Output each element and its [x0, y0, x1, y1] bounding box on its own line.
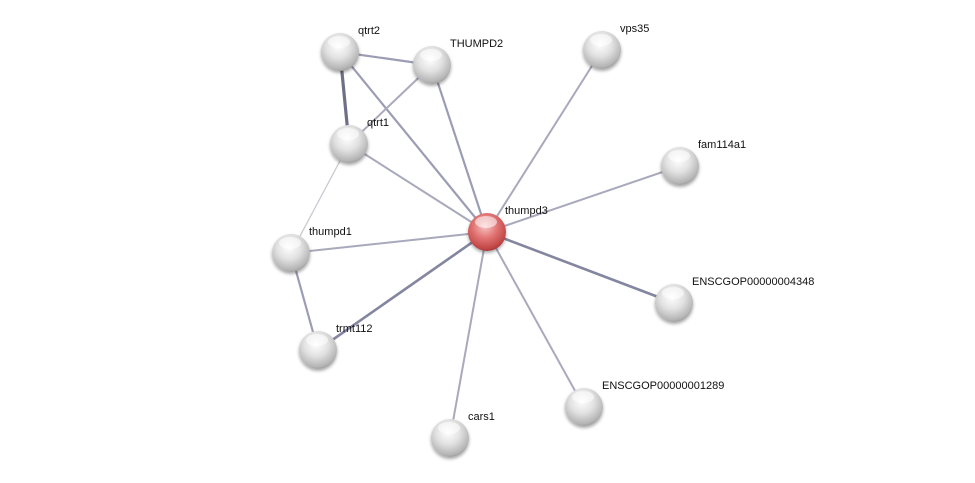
node-highlight — [662, 287, 684, 299]
edge-thumpd3-cars1[interactable] — [449, 231, 488, 439]
node-highlight — [590, 34, 612, 46]
node-highlight — [572, 391, 594, 403]
node-label: qtrt2 — [358, 25, 380, 37]
edge-vps35-thumpd3[interactable] — [486, 49, 603, 233]
node-label: trmt112 — [336, 323, 372, 335]
node-highlight — [328, 36, 350, 48]
node-highlight — [337, 128, 359, 140]
edge-qtrt2-thumpd3[interactable] — [339, 51, 488, 233]
edge-thumpd3-ENSCGOP00000004348[interactable] — [486, 230, 675, 305]
node-thumpd3[interactable]: thumpd3 — [468, 205, 548, 251]
node-ENSCGOP00000001289[interactable]: ENSCGOP00000001289 — [565, 380, 724, 426]
edge-thumpd3-ENSCGOP00000001289[interactable] — [486, 231, 585, 408]
node-label: thumpd3 — [505, 205, 548, 217]
edge-fam114a1-thumpd3[interactable] — [486, 165, 681, 233]
node-label: cars1 — [468, 411, 495, 423]
node-highlight — [306, 334, 328, 346]
edge-thumpd3-trmt112[interactable] — [317, 230, 488, 352]
node-highlight — [475, 216, 497, 228]
node-cars1[interactable]: cars1 — [431, 411, 495, 457]
edge-THUMPD2-qtrt1[interactable] — [348, 64, 433, 145]
node-thumpd1[interactable]: thumpd1 — [272, 226, 352, 272]
edge-THUMPD2-thumpd3[interactable] — [430, 64, 489, 233]
node-label: thumpd1 — [309, 226, 352, 238]
node-highlight — [279, 237, 301, 249]
node-fam114a1[interactable]: fam114a1 — [661, 139, 746, 185]
node-label: ENSCGOP00000001289 — [602, 380, 724, 392]
node-highlight — [438, 422, 460, 434]
node-qtrt2[interactable]: qtrt2 — [321, 25, 380, 71]
node-label: THUMPD2 — [450, 38, 503, 50]
node-label: qtrt1 — [367, 117, 389, 129]
node-vps35[interactable]: vps35 — [583, 23, 649, 69]
edge-qtrt1-thumpd1[interactable] — [290, 143, 350, 254]
node-qtrt1[interactable]: qtrt1 — [330, 117, 389, 163]
node-trmt112[interactable]: trmt112 — [299, 323, 372, 369]
node-label: fam114a1 — [698, 139, 746, 151]
edge-qtrt1-thumpd3[interactable] — [348, 143, 488, 233]
edge-thumpd3-thumpd1[interactable] — [290, 231, 488, 254]
node-THUMPD2[interactable]: THUMPD2 — [413, 38, 503, 84]
node-ENSCGOP00000004348[interactable]: ENSCGOP00000004348 — [655, 276, 814, 322]
node-label: ENSCGOP00000004348 — [692, 276, 814, 288]
node-highlight — [420, 49, 442, 61]
node-highlight — [668, 150, 690, 162]
node-label: vps35 — [620, 23, 649, 35]
